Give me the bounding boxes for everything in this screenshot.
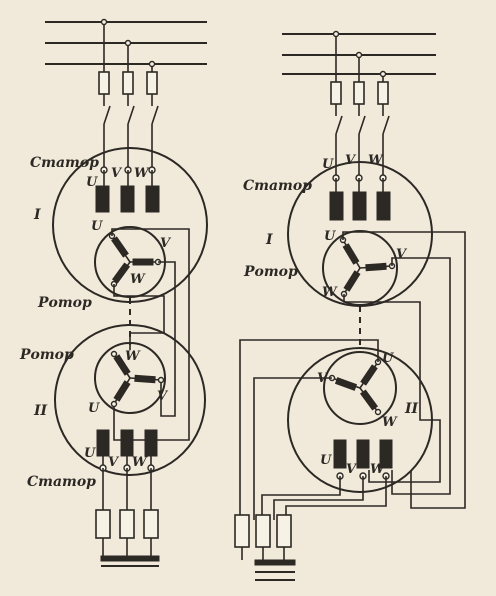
right-stator-2-v-label: V — [346, 462, 358, 477]
left-rotor-link-w — [113, 284, 165, 350]
left-bus-node-2 — [124, 39, 132, 47]
left-stator-1-u-label: U — [86, 175, 98, 190]
labels: Статор U V W I U V W Ротор Ротор W V U I… — [19, 153, 419, 490]
right-stator-1-v-label: V — [345, 153, 357, 168]
left-stator-1-coil-v — [120, 185, 135, 213]
left-stator-2-w-label: W — [132, 455, 148, 470]
right-stator-2-coil-u — [333, 439, 347, 469]
right-stator-1-u-label: U — [322, 157, 334, 172]
right-bottom-resistors — [234, 514, 296, 581]
left-stator-2-coil-u — [96, 429, 110, 457]
right-rotor-1-star — [339, 236, 396, 298]
left-stator-1-w-label: W — [134, 166, 150, 181]
right-stator-1-coil-u — [329, 191, 344, 221]
left-stator-2-u-label: U — [84, 446, 96, 461]
right-rotor-link-w — [343, 294, 441, 483]
right-rotor-1-label: Ротор — [243, 264, 298, 280]
left-stator-1-coil-u — [95, 185, 110, 213]
left-rotor-1-label: Ротор — [37, 295, 92, 311]
right-stator-1-label: Статор — [243, 178, 312, 194]
left-rotor-1-u-label: U — [91, 219, 103, 234]
right-rotor-1-w-label: W — [322, 285, 338, 300]
left-rotor-2-w-label: W — [125, 349, 141, 364]
right-stator-1-w-label: W — [368, 153, 384, 168]
left-rotor-1-v-label: V — [160, 236, 172, 251]
left-rotor-2-u-label: U — [88, 401, 100, 416]
left-rotor-2-v-label: V — [157, 389, 169, 404]
left-machine-2-label: II — [33, 403, 48, 419]
left-rotor-2 — [94, 342, 166, 414]
left-machine-2-housing — [54, 324, 206, 476]
right-stator-2-u-label: U — [320, 453, 332, 468]
left-switch — [96, 105, 160, 125]
left-rotor-1-star — [108, 232, 162, 288]
right-rotor-1-v-label: V — [396, 247, 408, 262]
left-rotor-1-w-label: W — [130, 272, 146, 287]
left-rotor-2-label: Ротор — [19, 347, 74, 363]
right-stator-2-w-label: W — [370, 462, 386, 477]
right-rotor-2-u-label: U — [382, 351, 394, 366]
right-machine-2-housing — [287, 347, 433, 493]
left-stator-2-coil-v — [120, 429, 134, 457]
left-stator-2-coil-w — [144, 429, 158, 457]
left-stator-2-v-label: V — [108, 455, 120, 470]
left-rotor-link-u — [111, 228, 190, 441]
right-machine-1-label: I — [265, 232, 273, 248]
right-rotor-2 — [323, 351, 397, 425]
right-rotor-link-v — [391, 257, 451, 495]
right-fuse-2 — [353, 81, 365, 105]
right-rotor-2-v-label: V — [317, 371, 329, 386]
left-machine-1-label: I — [33, 207, 41, 223]
left-rotor-2-star — [110, 350, 165, 408]
right-rotor-2-star — [328, 358, 382, 416]
left-rotor-link-v — [158, 261, 176, 417]
right-stator-2-coil-v — [356, 439, 370, 469]
right-stator-2-coil-w — [379, 439, 393, 469]
right-fuse-1 — [330, 81, 342, 105]
left-stator-1-label: Статор — [30, 155, 99, 171]
left-stator-1-v-label: V — [111, 166, 123, 181]
right-fuse-3 — [377, 81, 389, 105]
right-rotor-1-u-label: U — [324, 229, 336, 244]
left-fuse-3 — [146, 71, 158, 95]
right-machine-2-label: II — [404, 401, 419, 417]
right-stator-1-coil-v — [352, 191, 367, 221]
left-stator-2-label: Статор — [27, 474, 96, 490]
left-stator-1-coil-w — [145, 185, 160, 213]
right-scheme — [234, 30, 466, 581]
right-resistor-leads — [239, 339, 387, 520]
right-rotor-link-u — [342, 231, 466, 509]
right-rotor-1 — [322, 230, 398, 306]
left-fuse-2 — [122, 71, 134, 95]
left-bottom-resistors — [95, 468, 160, 567]
left-fuse-1 — [98, 71, 110, 95]
left-scheme — [45, 18, 208, 567]
right-rotor-2-w-label: W — [382, 415, 398, 430]
left-bus-node-3 — [148, 60, 156, 68]
right-stator-1-coil-w — [376, 191, 391, 221]
right-switch — [328, 115, 391, 135]
left-bus-node-1 — [100, 18, 108, 26]
